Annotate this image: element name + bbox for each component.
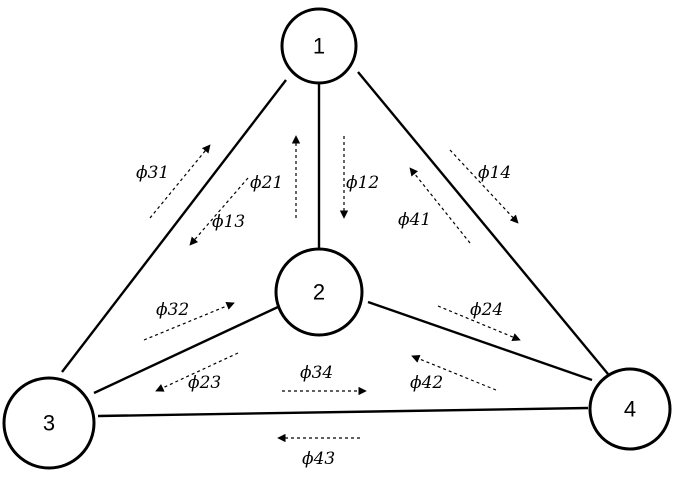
node-2-circle xyxy=(274,247,364,337)
flow-label-13: ϕ13 xyxy=(212,212,245,232)
arrow-41 xyxy=(409,167,471,244)
node-3-label: 3 xyxy=(43,411,55,436)
node-1-label: 1 xyxy=(313,34,325,59)
edge-1-3 xyxy=(61,79,287,373)
arrow-32 xyxy=(143,301,235,341)
flow-label-31: ϕ31 xyxy=(136,163,169,183)
flow-label-14: ϕ14 xyxy=(478,163,511,183)
node-1: 1 xyxy=(280,7,358,85)
node-2: 2 xyxy=(274,247,364,337)
arrow-13 xyxy=(189,177,249,246)
flow-label-43: ϕ43 xyxy=(302,449,335,469)
arrow-31 xyxy=(149,144,211,219)
flow-label-23: ϕ23 xyxy=(188,373,221,393)
flow-arrows xyxy=(143,135,521,443)
flow-label-42: ϕ42 xyxy=(410,373,443,393)
flow-label-34: ϕ34 xyxy=(300,363,333,383)
node-4-circle xyxy=(588,367,672,451)
node-4-label: 4 xyxy=(624,397,636,422)
flow-label-12: ϕ12 xyxy=(346,173,379,193)
edge-3-4 xyxy=(97,406,589,418)
edge-2-3 xyxy=(93,305,279,395)
node-3: 3 xyxy=(2,376,96,470)
flow-label-24: ϕ24 xyxy=(470,300,503,320)
edge-2-4 xyxy=(367,300,593,382)
node-4: 4 xyxy=(588,367,672,451)
flow-labels: ϕ12 ϕ21 ϕ31 ϕ13 ϕ14 ϕ41 ϕ32 ϕ23 ϕ24 ϕ42 … xyxy=(136,163,511,469)
flow-label-41: ϕ41 xyxy=(398,210,431,230)
node-3-circle xyxy=(2,376,96,470)
flow-label-21: ϕ21 xyxy=(250,173,283,193)
arrow-24 xyxy=(437,305,521,341)
arrow-14 xyxy=(449,149,519,224)
edge-1-4 xyxy=(357,71,609,375)
node-2-label: 2 xyxy=(313,280,325,305)
node-1-circle xyxy=(280,7,358,85)
edges xyxy=(61,71,609,418)
flow-label-32: ϕ32 xyxy=(156,300,189,320)
